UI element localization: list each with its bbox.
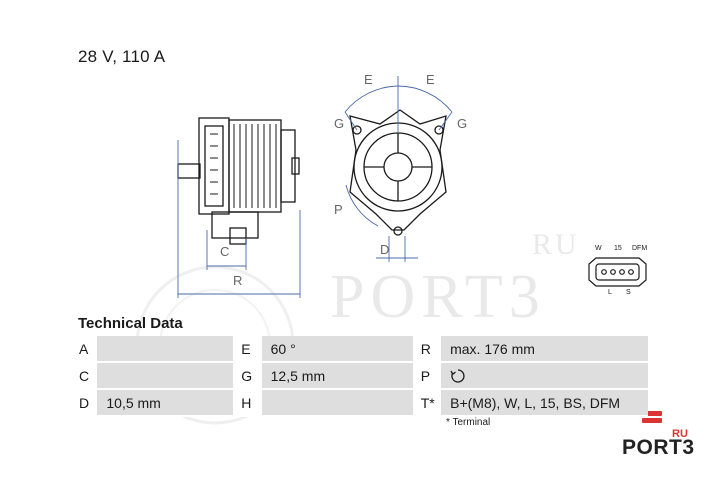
label-g-right: G (457, 116, 468, 131)
key-t: T* (412, 389, 442, 416)
watermark-sub: RU (532, 228, 580, 261)
value-t: B+(M8), W, L, 15, BS, DFM (441, 389, 648, 416)
value-h (261, 389, 413, 416)
connector-label-15: 15 (614, 245, 622, 252)
logo-name: PORT3 (622, 436, 695, 459)
alternator-rating: 28 V, 110 A (78, 47, 166, 66)
label-e-right: E (426, 72, 435, 87)
label-c: C (220, 244, 230, 259)
label-r: R (233, 273, 243, 288)
value-d: 10,5 mm (97, 389, 234, 416)
connector-label-l: L (608, 289, 612, 296)
table-row: C G 12,5 mm P (70, 362, 648, 389)
terminal-footnote: * Terminal (446, 417, 491, 428)
key-c: C (70, 362, 98, 389)
label-e-left: E (364, 72, 373, 87)
label-d: D (380, 242, 390, 257)
technical-data-table: A E 60 ° R max. 176 mm C G 12,5 mm P D 1… (70, 336, 648, 417)
label-p: P (334, 202, 343, 217)
value-c (97, 362, 234, 389)
connector-label-dfm: DFM (632, 245, 648, 252)
connector-plug (588, 257, 647, 287)
key-e: E (233, 336, 262, 362)
table-row: A E 60 ° R max. 176 mm (70, 336, 648, 362)
value-e: 60 ° (261, 336, 413, 362)
rotation-direction-icon (450, 369, 465, 383)
key-r: R (412, 336, 442, 362)
key-d: D (70, 389, 98, 416)
key-g: G (233, 362, 262, 389)
label-g-left: G (334, 116, 345, 131)
technical-data-title: Technical Data (78, 315, 183, 332)
value-g: 12,5 mm (261, 362, 413, 389)
value-r: max. 176 mm (441, 336, 648, 362)
key-a: A (70, 336, 98, 362)
connector-label-w: W (595, 245, 602, 252)
key-h: H (233, 389, 262, 416)
value-a (97, 336, 234, 362)
connector-label-s: S (626, 289, 631, 296)
value-p (441, 362, 648, 389)
logo-ru: RU (672, 428, 688, 440)
table-row: D 10,5 mm H T* B+(M8), W, L, 15, BS, DFM (70, 389, 648, 416)
watermark-text: PORT3 (330, 263, 546, 331)
key-p: P (412, 362, 442, 389)
side-view (177, 117, 300, 245)
